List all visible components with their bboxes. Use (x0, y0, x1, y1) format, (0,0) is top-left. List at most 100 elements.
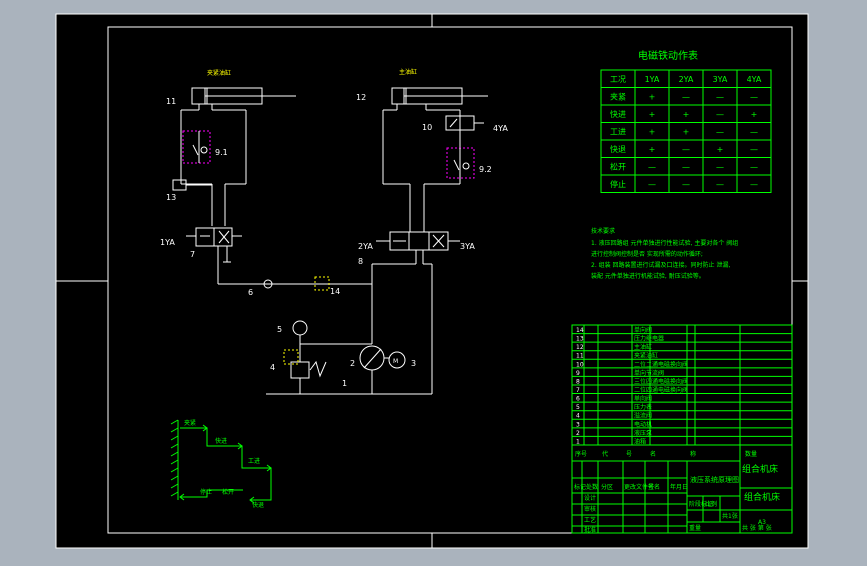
table-cell: — (716, 92, 724, 101)
motor (388, 351, 406, 369)
label-1ya: 1YA (160, 238, 175, 247)
table-cell: + (649, 127, 656, 136)
part-number: 8 (576, 378, 580, 385)
tb-designer: 设计 (584, 494, 596, 502)
drawing-frame (107, 26, 793, 534)
label-4ya: 4YA (493, 124, 508, 133)
tb-stage-mark: 阶段标记 (689, 500, 713, 508)
label-10: 10 (422, 123, 432, 132)
part-name: 单向阀 (634, 326, 652, 334)
label-3ya: 3YA (460, 242, 475, 251)
tb-change-doc: 更改文件号 (624, 483, 654, 491)
label-9-1: 9.1 (215, 148, 228, 157)
part-name: 电动机 (634, 420, 652, 428)
part-number: 5 (576, 404, 580, 411)
table-cell: — (716, 110, 724, 119)
part-number: 10 (576, 361, 584, 368)
table-cell: + (683, 110, 690, 119)
solenoid-table-title: 电磁铁动作表 (638, 49, 698, 62)
part-name: 单向阀 (634, 395, 652, 403)
part-number: 12 (576, 344, 584, 351)
table-cell: — (648, 180, 656, 189)
table-cell: — (750, 127, 758, 136)
tb-sheets: 共 张 第 张 (742, 524, 772, 532)
part-number: 11 (576, 353, 584, 360)
part-number: 7 (576, 387, 580, 394)
tech-requirements: 技术要求 1. 液压回路组 元件单独进行性能试验, 主要对各个 阀组 进行控制阀… (591, 227, 738, 280)
clamp-cylinder-title: 夹紧油缸 (207, 69, 231, 77)
part-name: 单向节流阀 (634, 369, 664, 377)
cycle-fast-return: 快退 (252, 501, 264, 509)
label-4: 4 (270, 363, 275, 372)
cycle-stop: 停止 (200, 488, 212, 496)
cycle-clamp: 夹紧 (184, 419, 196, 427)
part-number: 9 (576, 370, 580, 377)
label-1: 1 (342, 379, 347, 388)
part-number: 14 (576, 327, 584, 334)
label-5: 5 (277, 325, 282, 334)
tb-header-name-2: 称 (690, 450, 696, 458)
part-number: 13 (576, 336, 584, 343)
table-cell: — (750, 92, 758, 101)
tb-zone: 分区 (601, 483, 613, 491)
tb-header-name-1: 名 (650, 450, 656, 458)
table-cell: + (649, 110, 656, 119)
table-cell: 松开 (610, 161, 626, 171)
frame-ticks (56, 14, 808, 548)
table-cell: + (649, 92, 656, 101)
tb-sheet-code: A3 (758, 519, 766, 526)
label-14: 14 (330, 287, 340, 296)
part-name: 二位四通电磁换向阀 (634, 386, 688, 394)
part-name: 压力表 (634, 403, 652, 411)
table-cell: — (682, 162, 690, 171)
table-cell: 停止 (610, 179, 626, 189)
label-8: 8 (358, 257, 363, 266)
part-name: 油箱 (634, 437, 646, 445)
label-3: 3 (411, 359, 416, 368)
table-header-cell: 3YA (713, 75, 728, 84)
table-cell: — (648, 162, 656, 171)
main-cylinder-title: 主油缸 (399, 68, 417, 76)
part-number: 2 (576, 430, 580, 437)
cycle-fast-forward: 快进 (215, 437, 227, 445)
table-cell: + (683, 127, 690, 136)
tech-line-3: 2. 组装 回路装置进行试漏及口连接。同时防止 泄漏, (591, 261, 730, 269)
table-cell: — (682, 92, 690, 101)
tb-date: 年月日 (670, 483, 688, 491)
tb-right-title-1: 组合机床 (742, 463, 778, 475)
table-cell: 快进 (610, 109, 626, 119)
part-name: 三位四通电磁换向阀 (634, 377, 688, 385)
table-cell: — (716, 127, 724, 136)
tech-line-1: 1. 液压回路组 元件单独进行性能试验, 主要对各个 阀组 (591, 239, 738, 247)
part-name: 溢流阀 (634, 412, 652, 420)
title-block: 序号 代 号 名 称 数量 组合机床 液压系统原理图 组合机床 比例 共1张 A… (571, 444, 793, 534)
table-header-cell: 1YA (645, 75, 660, 84)
part-number: 3 (576, 421, 580, 428)
part-name: 压力继电器 (634, 335, 664, 343)
cycle-work-feed: 工进 (248, 457, 260, 465)
tech-line-2: 进行控制阀控制是否 实现所需的动作循环; (591, 250, 703, 258)
circuit-labels: 夹紧油缸 主油缸 11 12 10 4YA 9.1 9.2 13 1YA 7 2… (160, 68, 508, 388)
tb-header-code-1: 代 (602, 450, 608, 458)
table-cell: 快退 (610, 144, 626, 154)
table-cell: 工进 (610, 127, 626, 136)
tb-sign: 签名 (648, 483, 660, 491)
label-7: 7 (190, 250, 195, 259)
tb-header-qty: 数量 (745, 450, 757, 458)
part-name: 主油缸 (634, 343, 652, 351)
tb-scale: 比例 (705, 500, 717, 508)
tb-header-code-2: 号 (626, 451, 632, 458)
table-cell: + (649, 145, 656, 154)
tb-checker: 审核 (584, 505, 596, 513)
label-9-2: 9.2 (479, 165, 492, 174)
table-header-cell: 4YA (747, 75, 762, 84)
table-cell: — (682, 180, 690, 189)
label-2: 2 (350, 359, 355, 368)
table-header-cell: 工况 (610, 75, 626, 84)
part-number: 1 (576, 438, 580, 445)
table-cell: + (717, 145, 724, 154)
